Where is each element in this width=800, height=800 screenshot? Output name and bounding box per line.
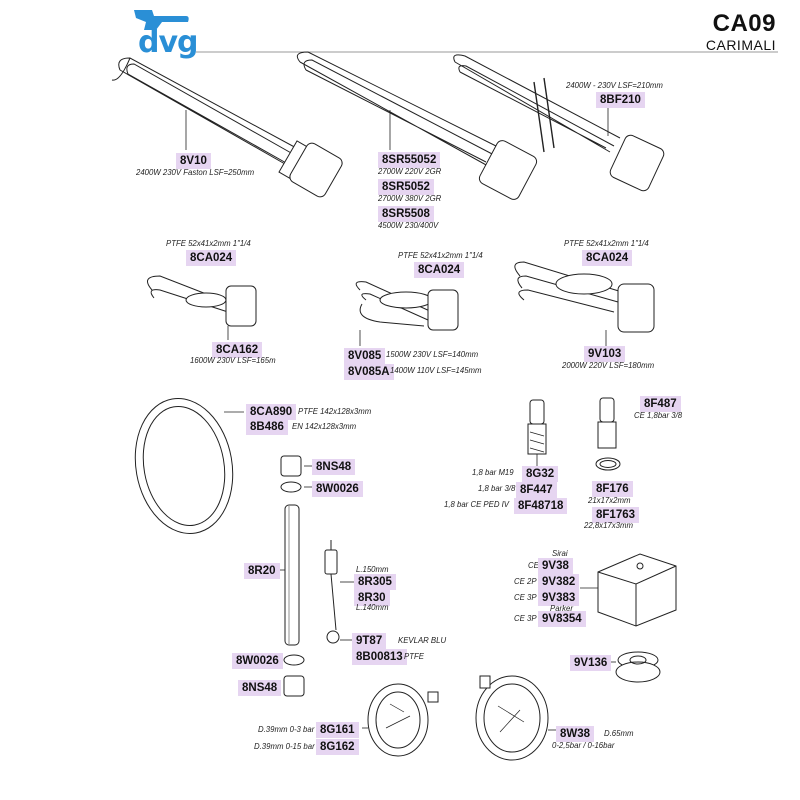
part-note: CE — [528, 561, 539, 570]
safety-valve-8g32-drawing — [527, 399, 547, 466]
part-note: EN 142x128x3mm — [292, 422, 357, 431]
part-note: 2000W 220V LSF=180mm — [562, 361, 655, 370]
part-note: D.65mm — [604, 729, 634, 738]
part-note: CE 2P — [514, 577, 537, 586]
part-code[interactable]: 8CA162 — [212, 342, 263, 359]
part-note: PTFE 52x41x2mm 1"1/4 — [398, 251, 483, 260]
pressure-switch-drawing — [580, 553, 677, 627]
gauge-large-drawing — [475, 675, 556, 761]
part-note: 2700W 220V 2GR — [378, 167, 442, 176]
heating-element-8v085-drawing — [355, 281, 459, 346]
part-note: PTFE 52x41x2mm 1"1/4 — [166, 239, 251, 248]
part-code[interactable]: 8V085A — [344, 364, 394, 381]
part-code[interactable]: 8F447 — [516, 482, 557, 499]
gasket-ring-drawing — [134, 398, 244, 534]
part-code[interactable]: 8F48718 — [514, 498, 568, 515]
part-note: PTFE 52x41x2mm 1"1/4 — [564, 239, 649, 248]
probe-drawing — [324, 540, 354, 644]
model-code: CA09 — [712, 10, 776, 37]
manufacturer-name: CARIMALI — [705, 37, 776, 53]
part-code[interactable]: 8NS48 — [312, 459, 356, 476]
part-note: 4500W 230/400V — [378, 221, 439, 230]
part-code[interactable]: 8V10 — [176, 153, 211, 170]
part-code[interactable]: 8SR55052 — [378, 152, 441, 169]
part-code[interactable]: 9V382 — [538, 574, 580, 591]
part-code[interactable]: 8W0026 — [232, 653, 283, 670]
part-note: D.39mm 0-3 bar — [258, 725, 315, 734]
part-code[interactable]: 8G32 — [522, 466, 559, 483]
heating-element-8v10-drawing — [111, 57, 343, 198]
part-code[interactable]: 8CA890 — [246, 404, 297, 421]
part-code[interactable]: 9V383 — [538, 590, 580, 607]
part-code[interactable]: 8R30 — [354, 590, 390, 607]
part-note: 1400W 110V LSF=145mm — [390, 366, 482, 375]
part-code[interactable]: 9V136 — [570, 655, 612, 672]
part-code[interactable]: 8CA024 — [414, 262, 465, 279]
part-note: PTFE — [404, 652, 424, 661]
heating-element-8bf210-drawing — [453, 54, 665, 192]
brand-label: Sirai — [552, 549, 568, 558]
part-code[interactable]: 9V103 — [584, 346, 626, 363]
part-code[interactable]: 8B486 — [246, 419, 288, 436]
brand-label: Parker — [550, 604, 573, 613]
part-code[interactable]: 8F1763 — [592, 507, 640, 524]
part-code[interactable]: 9V8354 — [538, 611, 586, 628]
part-note: 21x17x2mm — [588, 496, 631, 505]
water-tap-icon — [134, 10, 189, 30]
part-code[interactable]: 8NS48 — [238, 680, 282, 697]
part-code[interactable]: 8G162 — [316, 739, 359, 756]
part-note: PTFE 142x128x3mm — [298, 407, 372, 416]
part-note: 22,8x17x3mm — [584, 521, 633, 530]
part-note: L.140mm — [356, 603, 389, 612]
part-note: 2400W - 230V LSF=210mm — [566, 81, 663, 90]
part-note: 1,8 bar CE PED IV — [444, 500, 510, 509]
part-note: 1500W 230V LSF=140mm — [386, 350, 479, 359]
part-note: L.150mm — [356, 565, 389, 574]
part-note: 0-2,5bar / 0-16bar — [552, 741, 615, 750]
part-note: D.39mm 0-15 bar — [254, 742, 315, 751]
part-code[interactable]: 8CA024 — [582, 250, 633, 267]
part-code[interactable]: 8B00813 — [352, 649, 407, 666]
gauge-small-drawing — [362, 683, 439, 757]
tube-assembly-drawing — [278, 455, 312, 697]
part-note: CE 3P — [514, 593, 537, 602]
part-code[interactable]: 8F487 — [640, 396, 681, 413]
safety-valve-8f487-drawing — [595, 397, 621, 471]
heating-element-8sr55052-drawing — [296, 51, 538, 200]
part-code[interactable]: 8W0026 — [312, 481, 363, 498]
part-code[interactable]: 9T87 — [352, 633, 387, 650]
part-code[interactable]: 9V38 — [538, 558, 573, 575]
part-note: 1600W 230V LSF=165m — [190, 356, 276, 365]
part-note: 2400W 230V Faston LSF=250mm — [136, 168, 255, 177]
part-note: 1,8 bar M19 — [472, 468, 514, 477]
part-code[interactable]: 8SR5052 — [378, 179, 434, 196]
part-code[interactable]: 8R20 — [244, 563, 280, 580]
part-note: 2700W 380V 2GR — [378, 194, 442, 203]
part-code[interactable]: 8F176 — [592, 481, 633, 498]
part-code[interactable]: 8W38 — [556, 726, 595, 743]
part-note: 1,8 bar 3/8 — [478, 484, 516, 493]
part-code[interactable]: 8SR5508 — [378, 206, 434, 223]
part-code[interactable]: 8CA024 — [186, 250, 237, 267]
brand-logo-text: dvg — [138, 25, 199, 60]
part-code[interactable]: 8R305 — [354, 574, 396, 591]
heating-element-9v103-drawing — [514, 261, 655, 346]
part-code[interactable]: 8V085 — [344, 348, 386, 365]
heating-element-8ca162-drawing — [147, 275, 257, 340]
membrane-drawing — [606, 651, 661, 683]
part-note: CE 3P — [514, 614, 537, 623]
part-note: CE 1,8bar 3/8 — [634, 411, 683, 420]
part-code[interactable]: 8BF210 — [596, 92, 645, 109]
part-code[interactable]: 8G161 — [316, 722, 359, 739]
part-note: KEVLAR BLU — [398, 636, 447, 645]
